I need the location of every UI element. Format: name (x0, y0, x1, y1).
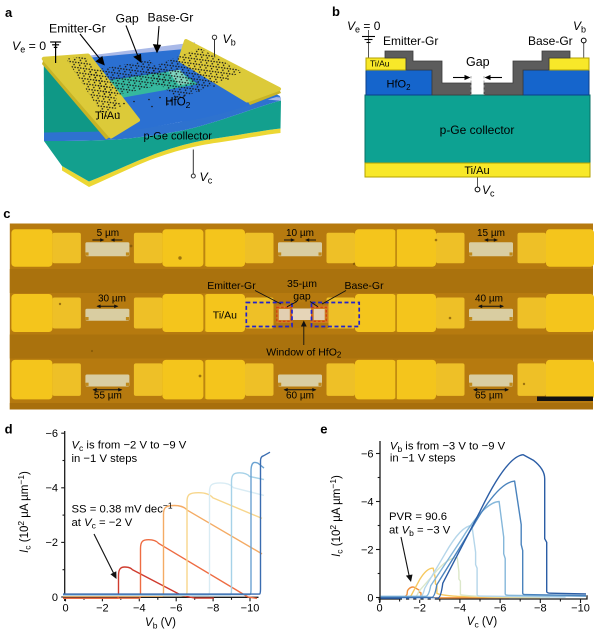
svg-text:Gap: Gap (466, 55, 490, 69)
svg-text:HfO2: HfO2 (165, 97, 190, 110)
svg-text:Vb (V): Vb (V) (145, 617, 176, 631)
svg-text:gap: gap (293, 291, 311, 303)
svg-text:in −1 V steps: in −1 V steps (72, 453, 138, 465)
svg-text:Base-Gr: Base-Gr (528, 34, 573, 48)
svg-text:Vc: Vc (200, 170, 213, 186)
svg-text:Ic (102 µA µm−1): Ic (102 µA µm−1) (328, 475, 345, 557)
svg-text:−10: −10 (241, 603, 260, 615)
svg-text:Emitter-Gr: Emitter-Gr (383, 34, 438, 48)
svg-text:−4: −4 (133, 603, 146, 615)
svg-text:−8: −8 (207, 603, 220, 615)
svg-text:HfO2: HfO2 (387, 79, 412, 92)
svg-text:Vb: Vb (223, 32, 236, 48)
svg-text:Vc is from −2 V to −9 V: Vc is from −2 V to −9 V (72, 440, 187, 454)
svg-text:0: 0 (62, 603, 68, 615)
svg-text:40 µm: 40 µm (475, 294, 503, 305)
svg-text:Ti/Au: Ti/Au (95, 110, 120, 122)
svg-text:Ti/Au: Ti/Au (213, 310, 237, 322)
svg-text:Vb is from −3 V to −9 V: Vb is from −3 V to −9 V (390, 440, 506, 454)
svg-text:at Vc = −2 V: at Vc = −2 V (72, 517, 133, 531)
svg-text:15 µm: 15 µm (477, 228, 505, 239)
svg-text:−10: −10 (571, 603, 590, 615)
svg-text:−6: −6 (494, 603, 507, 615)
svg-text:5 µm: 5 µm (97, 228, 119, 239)
svg-text:55 µm: 55 µm (94, 391, 122, 402)
svg-text:−6: −6 (361, 448, 374, 460)
svg-text:Window of HfO2: Window of HfO2 (266, 347, 342, 360)
svg-text:−8: −8 (534, 603, 547, 615)
svg-text:Gap: Gap (116, 12, 139, 26)
svg-text:−4: −4 (454, 603, 467, 615)
svg-text:Ti/Au: Ti/Au (464, 165, 489, 177)
svg-text:Emitter-Gr: Emitter-Gr (49, 22, 106, 36)
svg-text:30 µm: 30 µm (98, 294, 126, 305)
svg-text:e: e (320, 422, 327, 437)
svg-text:at Vb = −3 V: at Vb = −3 V (389, 525, 451, 539)
svg-text:0: 0 (376, 603, 382, 615)
svg-text:Vc: Vc (482, 183, 495, 199)
svg-text:0: 0 (52, 592, 58, 604)
svg-text:c: c (3, 206, 10, 221)
svg-text:d: d (5, 422, 13, 437)
svg-text:60 µm: 60 µm (286, 391, 314, 402)
svg-text:−6: −6 (170, 603, 183, 615)
svg-text:PVR = 90.6: PVR = 90.6 (389, 511, 447, 523)
svg-text:p-Ge collector: p-Ge collector (144, 131, 213, 143)
svg-text:−2: −2 (96, 603, 109, 615)
svg-text:p-Ge collector: p-Ge collector (440, 123, 515, 137)
svg-text:35-µm: 35-µm (287, 278, 317, 290)
svg-text:−4: −4 (361, 496, 374, 508)
svg-text:Vb: Vb (573, 19, 586, 35)
svg-text:−2: −2 (45, 537, 58, 549)
svg-text:Ic (102 µA µm−1): Ic (102 µA µm−1) (16, 471, 33, 553)
svg-text:−2: −2 (361, 544, 374, 556)
svg-text:Ve = 0: Ve = 0 (12, 39, 46, 55)
svg-text:−6: −6 (45, 428, 58, 440)
svg-text:Base-Gr: Base-Gr (345, 280, 385, 292)
svg-text:Emitter-Gr: Emitter-Gr (207, 280, 256, 292)
svg-text:Base-Gr: Base-Gr (148, 11, 194, 25)
svg-text:65 µm: 65 µm (475, 391, 503, 402)
svg-text:SS = 0.38 mV dec−1: SS = 0.38 mV dec−1 (72, 501, 173, 516)
svg-text:−2: −2 (413, 603, 426, 615)
svg-text:0: 0 (367, 592, 373, 604)
svg-text:b: b (332, 4, 340, 19)
svg-text:Ve = 0: Ve = 0 (347, 19, 381, 35)
svg-text:Vc (V): Vc (V) (467, 616, 498, 630)
svg-text:10 µm: 10 µm (286, 228, 314, 239)
svg-text:in −1 V steps: in −1 V steps (390, 453, 456, 465)
svg-text:Ti/Au: Ti/Au (370, 59, 390, 69)
svg-text:−4: −4 (45, 483, 58, 495)
svg-text:a: a (5, 5, 13, 20)
